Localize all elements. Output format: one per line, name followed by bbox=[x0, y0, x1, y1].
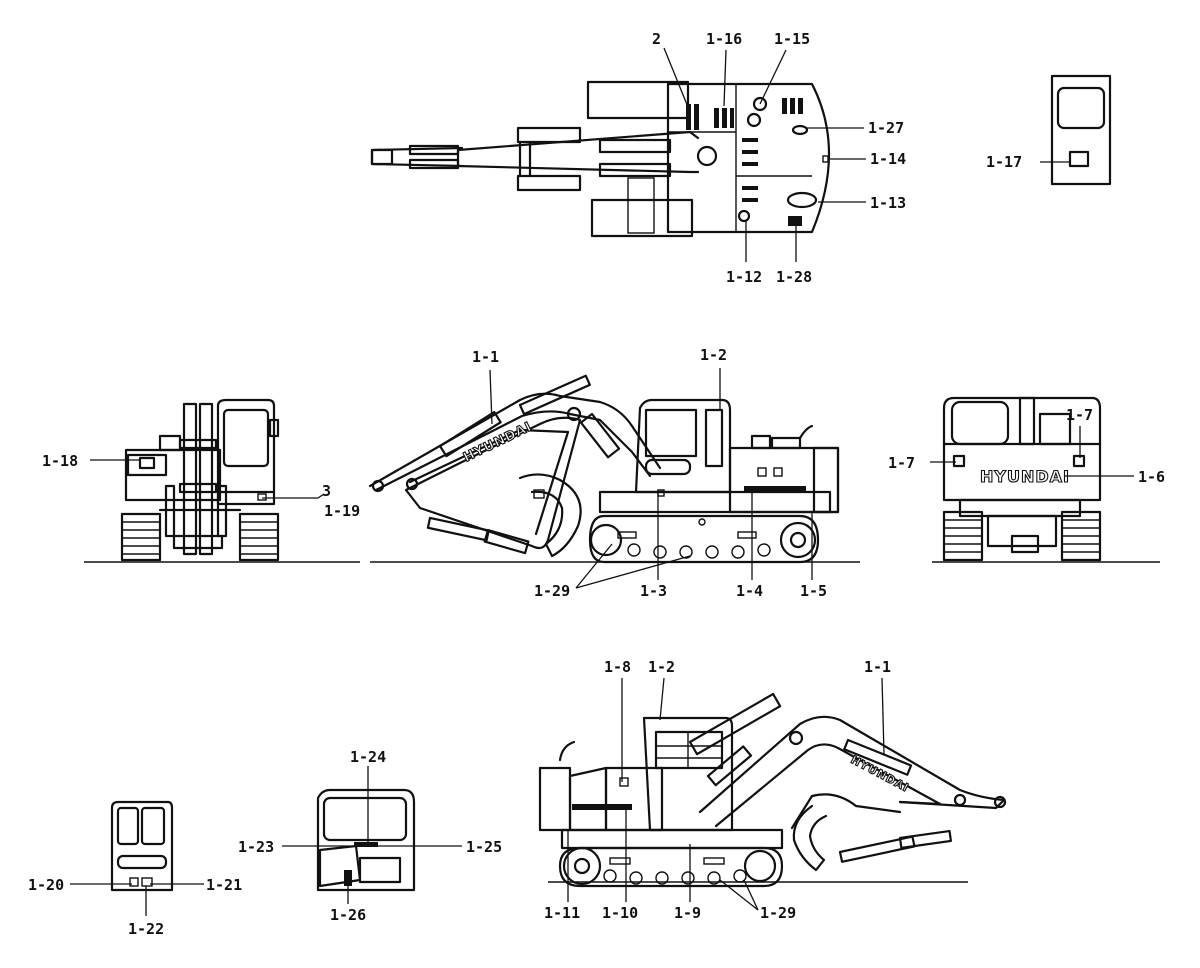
callout-label: 1-3 bbox=[640, 582, 667, 600]
callout-label: 1-2 bbox=[648, 658, 675, 676]
callout-label: 1-27 bbox=[868, 119, 904, 137]
callout-label: 1-8 bbox=[604, 658, 631, 676]
callout-label: 1-17 bbox=[986, 153, 1022, 171]
callout-label: 1-1 bbox=[864, 658, 891, 676]
callout-label: 1-7 bbox=[888, 454, 915, 472]
callout-label: 1-26 bbox=[330, 906, 366, 924]
cab-rear-inset bbox=[110, 800, 174, 892]
callout-label: 1-14 bbox=[870, 150, 906, 168]
leader-lines bbox=[70, 47, 1134, 916]
callout-label: 1-2 bbox=[700, 346, 727, 364]
callout-labels: 2 1-16 1-15 1-27 1-14 1-13 1-12 1-28 1-1… bbox=[28, 30, 1165, 938]
callout-label: 3 bbox=[322, 482, 331, 500]
brand-text: HYUNDAI bbox=[980, 467, 1070, 486]
callout-label: 1-1 bbox=[472, 348, 499, 366]
callout-label: 1-11 bbox=[544, 904, 580, 922]
front-view-excavator bbox=[120, 398, 280, 562]
callout-label: 1-5 bbox=[800, 582, 827, 600]
callout-label: 1-10 bbox=[602, 904, 638, 922]
callout-label: 1-28 bbox=[776, 268, 812, 286]
cab-side-inset bbox=[316, 788, 416, 892]
callout-label: 1-16 bbox=[706, 30, 742, 48]
callout-label: 1-9 bbox=[674, 904, 701, 922]
callout-label: 1-21 bbox=[206, 876, 242, 894]
callout-label: 1-20 bbox=[28, 876, 64, 894]
rear-view-excavator bbox=[942, 396, 1102, 562]
callout-label: 1-13 bbox=[870, 194, 906, 212]
callout-label: 1-23 bbox=[238, 838, 274, 856]
callout-label: 1-7 bbox=[1066, 406, 1093, 424]
callout-label: 1-29 bbox=[534, 582, 570, 600]
side-view-excavator-right bbox=[538, 692, 1007, 888]
side-view-excavator bbox=[368, 374, 840, 564]
cab-top-inset bbox=[1050, 74, 1112, 186]
brand-text: HYUNDAI bbox=[849, 753, 912, 795]
callout-label: 1-4 bbox=[736, 582, 763, 600]
callout-label: 1-24 bbox=[350, 748, 386, 766]
callout-label: 1-22 bbox=[128, 920, 164, 938]
callout-label: 1-18 bbox=[42, 452, 78, 470]
top-view-excavator bbox=[370, 80, 830, 238]
callout-label: 1-29 bbox=[760, 904, 796, 922]
callout-label: 1-6 bbox=[1138, 468, 1165, 486]
callout-label: 1-25 bbox=[466, 838, 502, 856]
callout-label: 1-12 bbox=[726, 268, 762, 286]
callout-label: 2 bbox=[652, 30, 661, 48]
callout-label: 1-15 bbox=[774, 30, 810, 48]
callout-label: 1-19 bbox=[324, 502, 360, 520]
